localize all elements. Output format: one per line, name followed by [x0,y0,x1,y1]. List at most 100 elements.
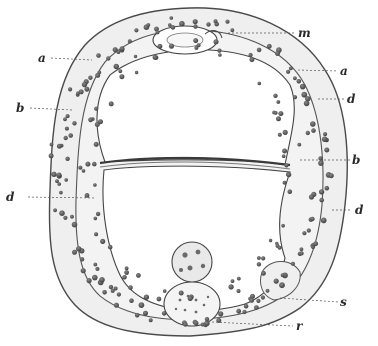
nucleus-dot [134,55,137,58]
nucleus-dot [96,212,100,216]
nucleus-dot [135,71,138,74]
nucleus-dot [276,116,281,121]
nucleus-dot [113,47,118,52]
nucleus-dot [297,79,302,84]
nucleus-dot [122,275,127,280]
label-r: r [296,319,304,333]
nucleus-dot [59,191,63,195]
nucleus-dot [108,245,113,250]
nucleus-dot [300,84,306,90]
nucleus-dot [282,149,287,154]
nucleus-dot [51,172,56,177]
nucleus-dot [283,130,288,135]
nucleus-dot [278,133,282,137]
nucleus-dot [102,290,107,295]
nucleus-dot [63,117,67,121]
nucleus-dot [313,241,318,246]
nucleus-dot [146,23,150,27]
nucleus-dot [231,279,235,283]
nucleus-dot [94,217,98,221]
nucleus-dot [128,39,132,43]
bottom-upper-blob [172,242,212,282]
label-m: m [298,26,311,40]
nucleus-dot [168,23,172,27]
nucleus-dot [188,296,193,301]
nucleus-dot [157,44,162,49]
nucleus-dot [72,250,77,255]
nucleus-dot [256,299,260,303]
nucleus-dot [329,173,334,178]
nucleus-dot [80,257,84,261]
nucleus-dot [85,193,90,198]
nucleus-dot [319,189,324,194]
nucleus-dot [68,87,72,91]
nucleus-dot [88,117,93,122]
nucleus-dot [78,166,82,170]
bottom-lower-blob [164,282,220,326]
nucleus-dot [204,321,210,327]
nucleus-dot [197,43,201,47]
nucleus-dot [98,119,103,124]
nucleus-dot [82,169,86,173]
nucleus-dot [66,114,70,118]
nucleus-dot [65,127,69,131]
nucleus-dot [70,215,74,219]
nucleus-dot [157,297,162,302]
nucleus-dot [193,24,197,28]
nucleus-dot [319,198,324,203]
nucleus-dot [53,208,57,212]
nucleus-dot [291,262,295,266]
nucleus-dot [249,57,254,62]
nucleus-dot [193,38,198,43]
nucleus-dot [318,160,324,166]
nucleus-dot [118,69,122,73]
nucleus-dot [162,311,167,316]
nucleus-dot [281,224,285,228]
nucleus-dot [278,246,282,250]
nucleus-dot [273,94,277,98]
nucleus-dot [230,28,234,32]
nucleus-dot [84,87,89,92]
nucleus-dot [249,298,254,303]
nucleus-dot [57,173,62,178]
nucleus-dot [310,121,316,127]
nucleus-dot [124,270,129,275]
label-a-right: a [340,64,348,78]
label-d-left: d [6,190,15,204]
label-b-left: b [16,101,24,115]
label-a-top-left: a [38,51,46,65]
nucleus-dot [257,256,261,260]
nucleus-dot [321,218,327,224]
nucleus-dot [267,44,272,49]
nucleus-dot [134,28,138,32]
nucleus-dot [276,100,280,104]
nucleus-dot [297,143,301,147]
nucleus-dot [242,310,246,314]
nucleus-dot [249,53,253,57]
nucleus-dot [307,228,311,232]
nucleus-dot [225,20,229,24]
nucleus-dot [293,95,297,99]
nucleus-dot [237,289,241,293]
nucleus-dot [92,162,97,167]
nucleus-dot [76,246,81,251]
nucleus-dot [57,182,61,186]
nucleus-dot [293,76,297,80]
nucleus-dot [85,162,90,167]
nucleus-dot [304,101,310,107]
nucleus-dot [306,131,310,135]
nucleus-dot [59,210,65,216]
nucleus-dot [311,128,316,133]
nucleus-dot [274,111,278,115]
nucleus-dot [282,154,286,158]
nucleus-dot [183,322,188,327]
label-s: s [340,295,347,309]
nucleus-dot [309,194,314,199]
label-d-right-lower: d [355,203,364,217]
nucleus-dot [93,263,97,267]
nucleus-dot [50,143,54,147]
nucleus-dot [92,275,98,281]
nucleus-dot [205,317,209,321]
nucleus-dot [128,285,133,290]
